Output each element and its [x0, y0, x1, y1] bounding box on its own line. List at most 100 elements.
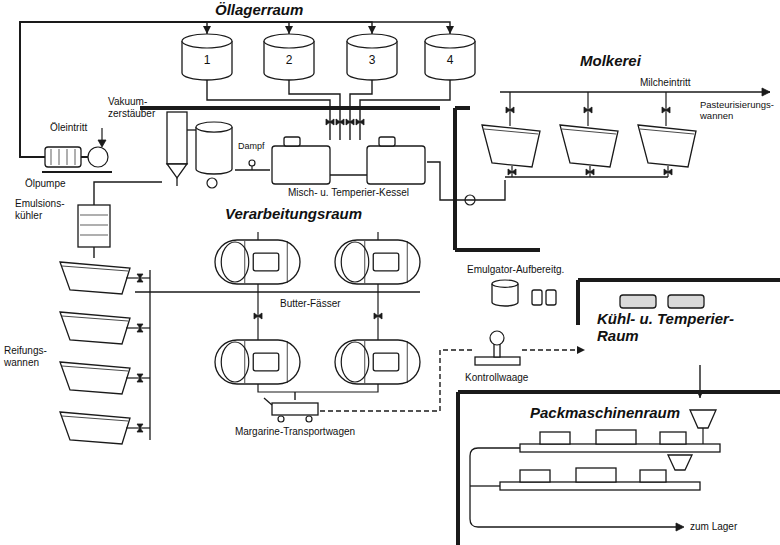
track	[470, 485, 500, 486]
room-label: Öllagerraum	[215, 1, 303, 18]
packing-machine	[520, 470, 550, 482]
product-flow	[522, 349, 585, 350]
product-flow	[320, 350, 472, 411]
churn-feed	[377, 232, 378, 240]
pasteurizing-tub	[482, 125, 540, 167]
wall	[455, 106, 470, 110]
valve	[662, 107, 670, 113]
milk-arrowhead	[762, 88, 770, 96]
atomizer-tower	[167, 112, 187, 164]
emulsifier-prep: Emulgator-Aufbereitg.	[465, 262, 576, 310]
storage-tank: 1	[180, 34, 237, 80]
node-label: Kühl- u. Temperier- Raum	[597, 310, 773, 345]
cooler-fin	[80, 215, 108, 216]
pipe-line	[20, 22, 450, 157]
cooler-body	[78, 205, 110, 247]
pasteurizing-tubs: Pasteurisierungs- wannen	[480, 120, 710, 180]
churn-end	[341, 342, 369, 382]
atomizer-pump	[207, 178, 217, 188]
motor-rib	[59, 149, 60, 165]
tank-body-top	[425, 34, 475, 48]
pipe-line	[699, 365, 700, 398]
ripening-tub	[60, 312, 130, 344]
kettle-body	[272, 146, 330, 184]
milk-pipe	[500, 91, 770, 92]
vacuum-atomizer: Vakuum- zerstäuber	[162, 110, 235, 190]
tank-body-top	[347, 34, 397, 48]
churn-band	[244, 241, 245, 283]
churn-end	[221, 242, 249, 282]
cart-body	[272, 403, 318, 415]
ripening-pipe	[149, 270, 150, 440]
packing-machine	[576, 468, 616, 482]
churn-lid	[373, 353, 399, 371]
valve	[137, 374, 143, 382]
node-label: 2	[262, 54, 316, 68]
node-label: Ölpumpe	[25, 178, 95, 190]
kettle-link	[330, 174, 367, 175]
outgoing-arrowhead	[676, 523, 684, 531]
pipe-line	[94, 182, 162, 205]
node-label: 1	[180, 54, 234, 68]
atomizer-vessel-top	[196, 122, 232, 132]
pipe-line	[350, 80, 372, 140]
pipe-line	[360, 80, 450, 140]
atomizer-pipe	[187, 129, 196, 130]
emulsion-cooler: Emulsions- kühler	[78, 205, 110, 247]
cooling-room: Kühl- u. Temperier- Raum	[585, 290, 776, 365]
motor-rib	[67, 149, 68, 165]
pipe-line	[135, 291, 210, 292]
node-label: Misch- u. Temperier-Kessel	[265, 187, 432, 199]
cooler-fin	[80, 235, 108, 236]
pasteurizing-tub-rim	[484, 129, 538, 134]
pipe-line	[20, 22, 372, 157]
scale-dial	[490, 331, 504, 345]
motor-rib	[75, 149, 76, 165]
pump-base	[42, 171, 112, 173]
node-label: Reifungs- wannen	[4, 345, 58, 368]
butter-churn	[335, 340, 420, 384]
pipe-line	[294, 392, 295, 400]
churn-band	[244, 341, 245, 383]
churn-feed	[257, 232, 258, 240]
wall	[455, 248, 540, 252]
tub-link	[126, 427, 150, 428]
atomizer-vessel	[196, 127, 232, 174]
churn-end	[221, 342, 249, 382]
oil-pump: Ölpumpe	[45, 142, 110, 172]
node-label: 3	[345, 54, 399, 68]
wall	[576, 280, 580, 325]
pipe-line	[20, 22, 207, 157]
ripening-tub-rim	[62, 416, 128, 421]
cart-handle	[264, 398, 272, 405]
ripening-tub-rim	[62, 316, 128, 321]
packing-machine	[540, 432, 570, 444]
scale-platform	[475, 357, 520, 365]
storage-tank: 4	[423, 34, 480, 80]
atomizer-outlet	[176, 178, 177, 186]
cart-wheel	[278, 416, 284, 422]
node-label: Pasteurisierungs- wannen	[700, 100, 780, 122]
check-scale: Kontrollwaage	[472, 330, 522, 368]
valve	[254, 313, 262, 319]
churn-feed	[377, 284, 378, 340]
wall	[140, 106, 440, 110]
ripening-tub	[60, 412, 130, 444]
churn-band	[287, 241, 288, 283]
emulsifier-can	[532, 290, 542, 305]
inlet-arrowhead	[98, 140, 106, 147]
churn-band	[407, 241, 408, 283]
valve	[374, 313, 382, 319]
valve	[506, 107, 514, 113]
steam-label: Dampf	[238, 141, 265, 151]
valve	[584, 107, 592, 113]
ripening-tub-rim	[62, 266, 128, 271]
pipe-line	[235, 169, 270, 170]
pump-shaft	[81, 156, 88, 158]
cooler-fin	[80, 225, 108, 226]
milk-drop	[587, 92, 588, 126]
room-label: Molkerei	[580, 52, 641, 69]
churn-band	[364, 341, 365, 383]
